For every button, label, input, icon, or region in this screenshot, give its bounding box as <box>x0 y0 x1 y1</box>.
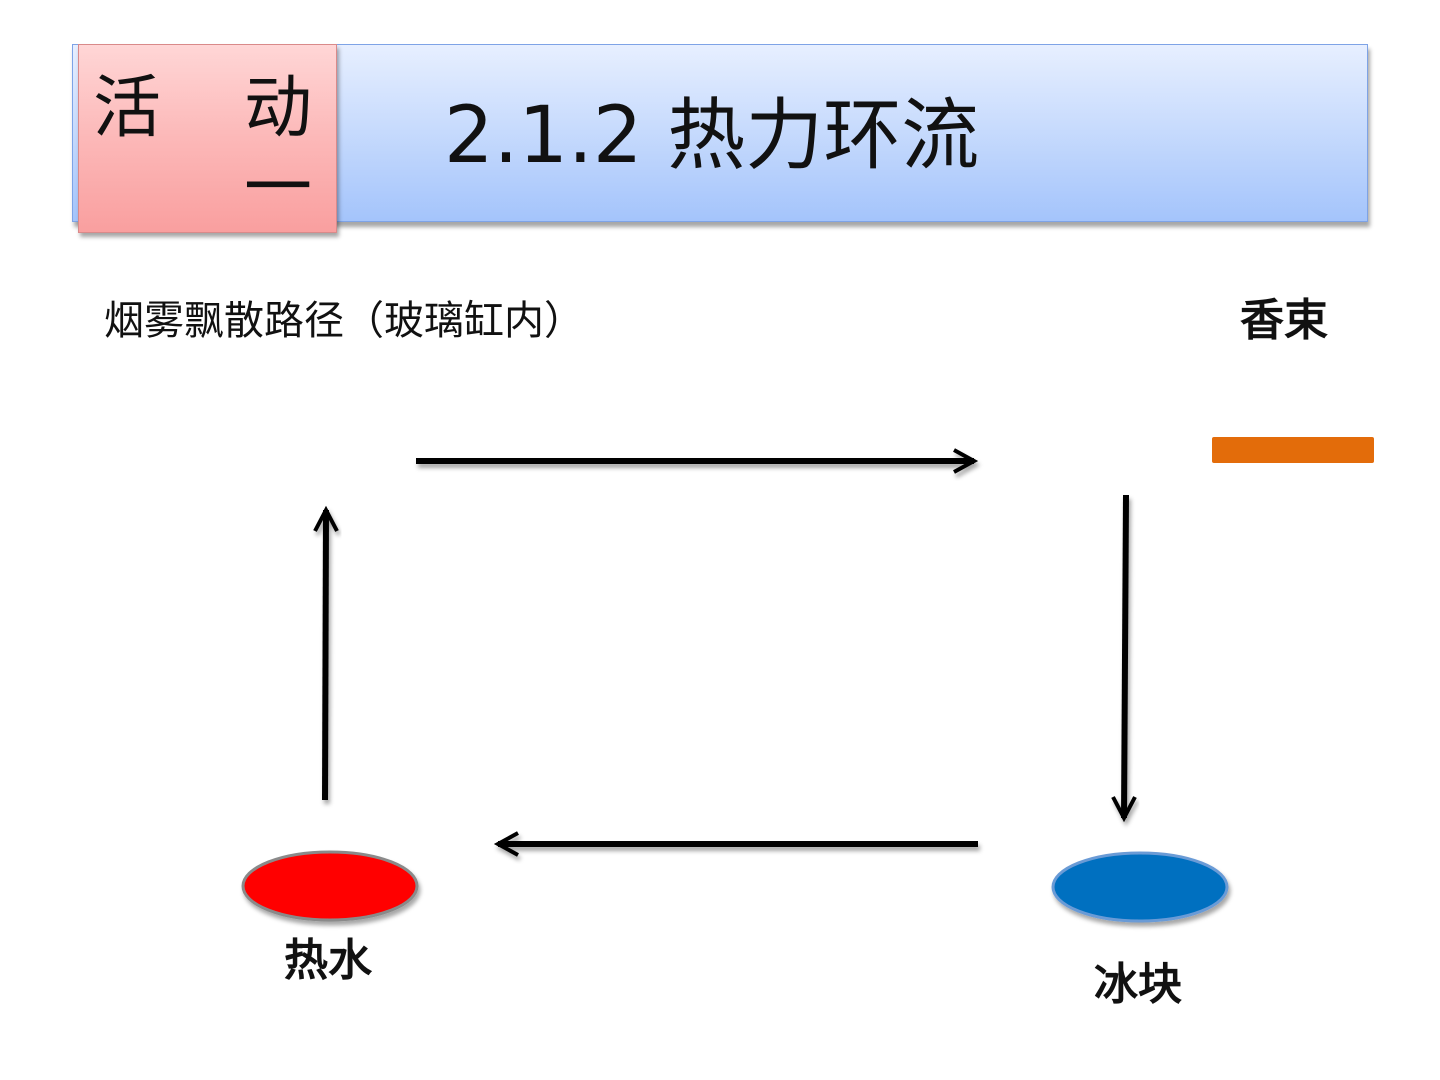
diagram-subtitle: 烟雾飘散路径（玻璃缸内） <box>104 298 584 344</box>
arrow-left-up <box>313 505 339 801</box>
incense-label: 香束 <box>1240 295 1328 346</box>
page-title: 2.1.2 热力环流 <box>444 91 980 181</box>
arrow-bottom-left <box>493 831 978 857</box>
ice-ellipse <box>1051 851 1229 923</box>
arrow-top-right <box>416 448 979 474</box>
ice-label: 冰块 <box>1094 959 1182 1010</box>
incense-bar <box>1212 437 1374 463</box>
hot-water-ellipse <box>241 850 419 922</box>
activity-label: 活 动 一 <box>93 69 312 228</box>
activity-tag: 活 动 一 <box>78 44 337 233</box>
hot-water-label: 热水 <box>284 935 372 986</box>
arrow-right-down <box>1111 494 1137 823</box>
